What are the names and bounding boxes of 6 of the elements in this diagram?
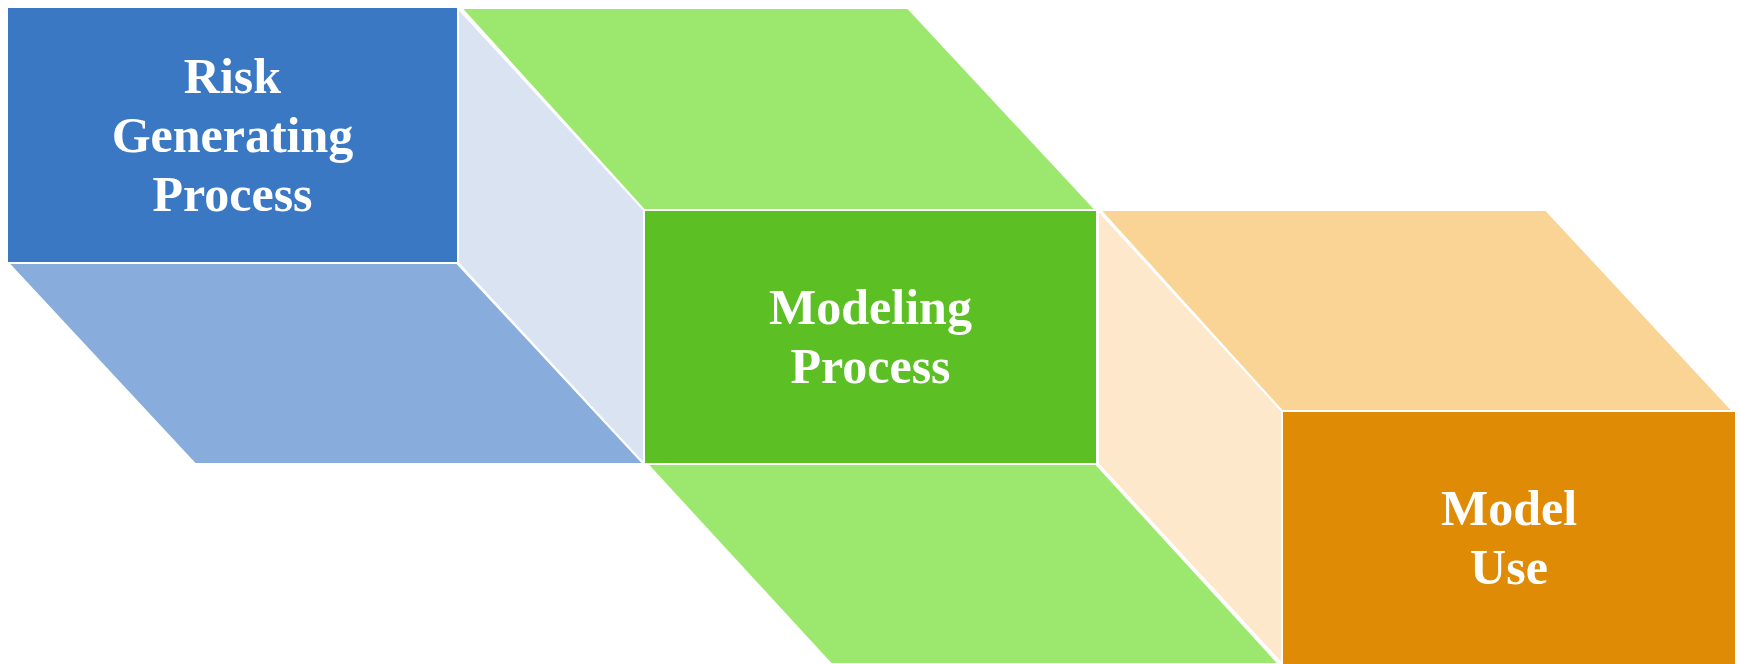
process-label: Model Use [1439, 479, 1579, 597]
process-box [1281, 410, 1737, 664]
process-label: Modeling Process [768, 278, 973, 396]
process-label: Risk Generating Process [110, 46, 355, 224]
process-box [643, 209, 1098, 465]
process-box [6, 6, 459, 264]
